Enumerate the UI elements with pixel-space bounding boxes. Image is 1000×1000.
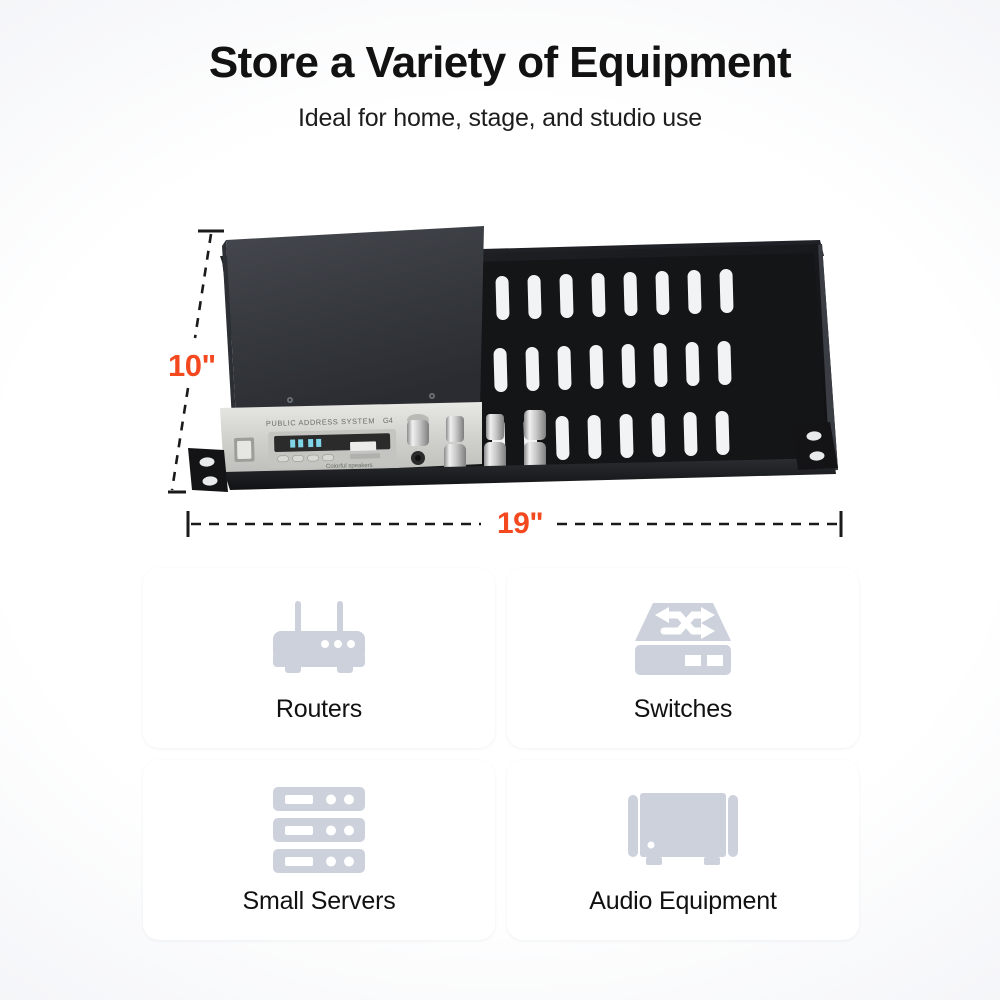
height-dimension: 10" (168, 228, 238, 498)
rack-ear-left (188, 448, 228, 492)
amplifier-icon (626, 785, 740, 877)
card-routers[interactable]: Routers (143, 568, 495, 748)
rack-shelf-illustration: PUBLIC ADDRESS SYSTEM G4 (188, 226, 838, 492)
card-label: Switches (633, 694, 733, 723)
card-label: Routers (275, 694, 363, 723)
card-label: Audio Equipment (589, 886, 777, 915)
header: Store a Variety of Equipment Ideal for h… (0, 0, 1000, 133)
width-dimension: 19" (185, 505, 845, 549)
vent-slots (491, 268, 734, 462)
product-image: PUBLIC ADDRESS SYSTEM G4 (178, 220, 848, 505)
card-small-servers[interactable]: Small Servers (143, 760, 495, 940)
card-label: Small Servers (242, 886, 396, 915)
amplifier-top-cover (226, 226, 484, 418)
server-rack-icon (267, 785, 371, 877)
card-switches[interactable]: Switches (507, 568, 859, 748)
rack-ear-right (792, 422, 838, 470)
panel-model-text: G4 (383, 416, 393, 425)
network-switch-icon (631, 593, 735, 685)
page-subtitle: Ideal for home, stage, and studio use (298, 104, 702, 133)
height-dimension-label: 10" (168, 348, 216, 383)
equipment-cards: Routers Switches (143, 568, 859, 940)
page-title: Store a Variety of Equipment (208, 38, 792, 87)
router-icon (267, 593, 371, 685)
height-dimension-line (168, 229, 224, 494)
product-hero: 10" (0, 200, 1000, 560)
card-audio-equipment[interactable]: Audio Equipment (507, 760, 859, 940)
width-dimension-label: 19" (496, 507, 544, 540)
panel-sub-text: Colorful speakers (326, 463, 373, 470)
panel-brand-text: PUBLIC ADDRESS SYSTEM (266, 416, 375, 428)
width-dimension-line (186, 511, 843, 537)
